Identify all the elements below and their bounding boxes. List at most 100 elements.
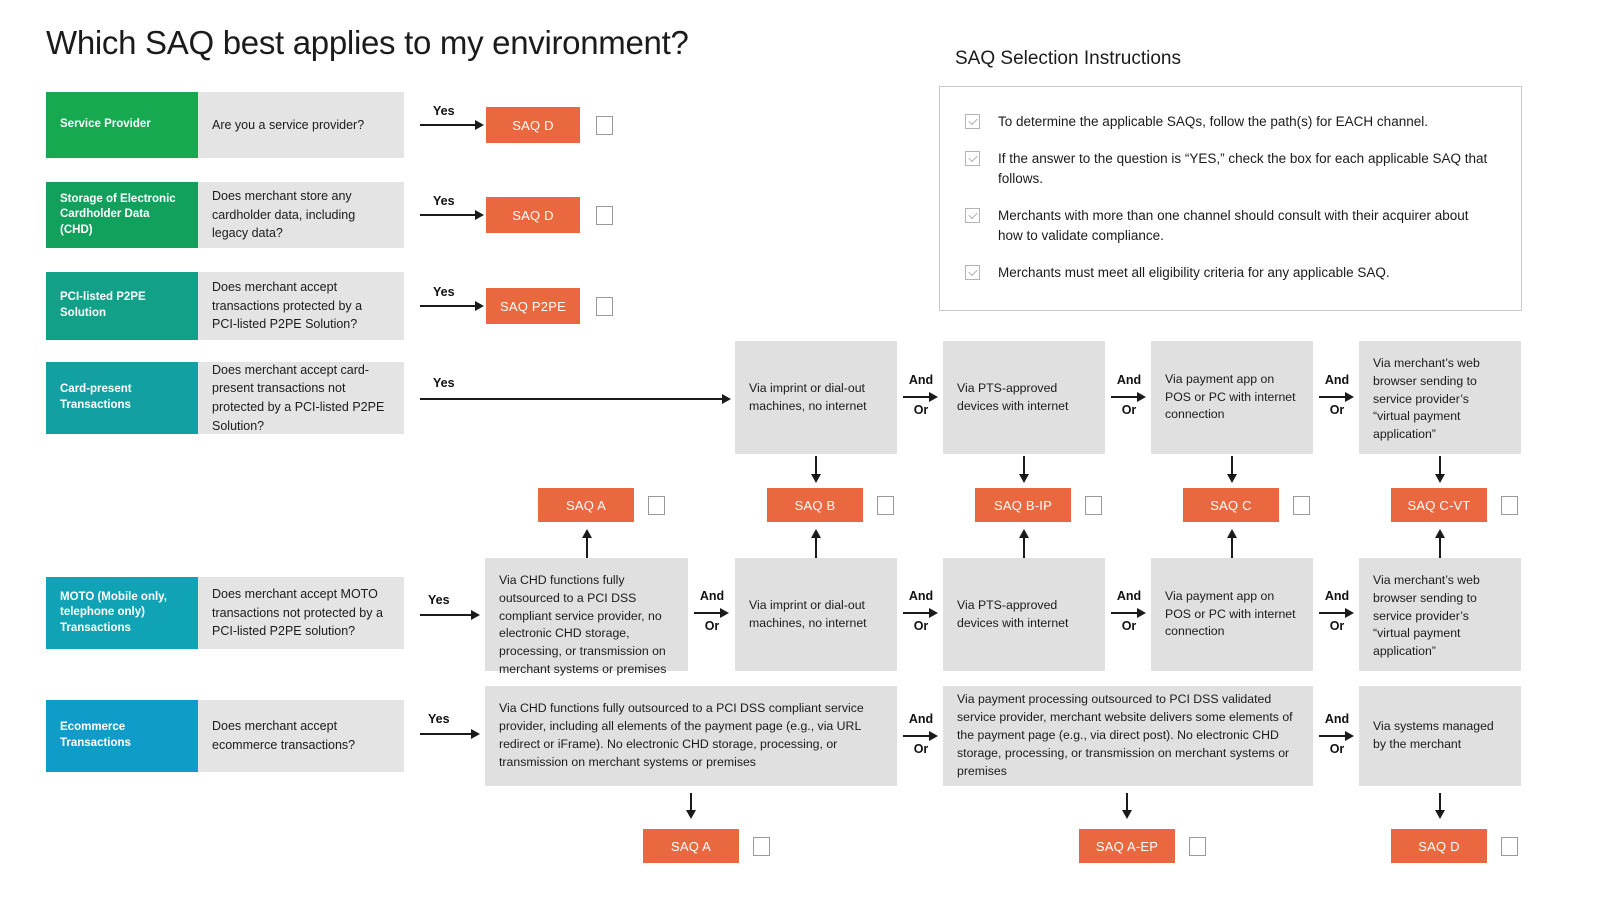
- question-row-ecommerce: Ecommerce Transactions Does merchant acc…: [46, 700, 404, 772]
- yes-label: Yes: [433, 285, 455, 299]
- yes-label: Yes: [433, 104, 455, 118]
- saq-checkbox-b[interactable]: [877, 496, 894, 515]
- arrow-down-icon: [1122, 810, 1132, 819]
- arrow-right-icon: [475, 210, 484, 220]
- channel-box-cp-1: Via imprint or dial-out machines, no int…: [735, 341, 897, 454]
- arrow-right-icon: [1137, 608, 1146, 618]
- row-label-p2pe: PCI-listed P2PE Solution: [46, 272, 198, 340]
- row-question-moto: Does merchant accept MOTO transactions n…: [198, 577, 404, 649]
- connector-line: [903, 612, 931, 614]
- saq-badge-chd-storage[interactable]: SAQ D: [486, 197, 580, 233]
- saq-badge-ecom-a[interactable]: SAQ A: [643, 829, 739, 863]
- checkmark-icon: [965, 150, 980, 166]
- connector-line: [1231, 456, 1233, 478]
- and-label: And: [908, 589, 934, 603]
- and-label: And: [1116, 373, 1142, 387]
- arrow-right-icon: [1137, 392, 1146, 402]
- arrow-down-icon: [1227, 474, 1237, 483]
- row-label-chd-storage: Storage of Electronic Cardholder Data (C…: [46, 182, 198, 248]
- connector-line: [586, 538, 588, 558]
- saq-badge-b-ip[interactable]: SAQ B-IP: [975, 488, 1071, 522]
- connector-line: [690, 793, 692, 813]
- yes-label: Yes: [428, 593, 450, 607]
- saq-badge-service-provider[interactable]: SAQ D: [486, 107, 580, 143]
- and-label: And: [699, 589, 725, 603]
- instruction-item: Merchants with more than one channel sho…: [965, 206, 1497, 247]
- connector-line: [815, 456, 817, 478]
- instruction-text: Merchants with more than one channel sho…: [998, 207, 1469, 244]
- connector-line: [420, 733, 473, 735]
- instructions-panel: To determine the applicable SAQs, follow…: [939, 86, 1522, 311]
- saq-checkbox-service-provider[interactable]: [596, 116, 613, 135]
- instruction-item: Merchants must meet all eligibility crit…: [965, 263, 1497, 284]
- and-label: And: [908, 373, 934, 387]
- saq-checkbox-c[interactable]: [1293, 496, 1310, 515]
- saq-checkbox-a[interactable]: [648, 496, 665, 515]
- saq-checkbox-p2pe[interactable]: [596, 297, 613, 316]
- saq-checkbox-ecom-a-ep[interactable]: [1189, 837, 1206, 856]
- row-question-card-present: Does merchant accept card-present transa…: [198, 362, 404, 434]
- instruction-text: Merchants must meet all eligibility crit…: [998, 264, 1390, 280]
- connector-line: [1319, 612, 1347, 614]
- saq-checkbox-ecom-d[interactable]: [1501, 837, 1518, 856]
- saq-checkbox-c-vt[interactable]: [1501, 496, 1518, 515]
- arrow-up-icon: [1435, 529, 1445, 538]
- connector-line: [815, 538, 817, 558]
- saq-badge-c-vt[interactable]: SAQ C-VT: [1391, 488, 1487, 522]
- or-label: Or: [1121, 619, 1137, 633]
- arrow-down-icon: [1435, 474, 1445, 483]
- connector-line: [1231, 538, 1233, 558]
- row-label-service-provider: Service Provider: [46, 92, 198, 158]
- channel-box-moto-4: Via payment app on POS or PC with intern…: [1151, 558, 1313, 671]
- channel-box-cp-4: Via merchant’s web browser sending to se…: [1359, 341, 1521, 454]
- connector-line: [420, 305, 477, 307]
- row-label-moto: MOTO (Mobile only, telephone only) Trans…: [46, 577, 198, 649]
- saq-checkbox-ecom-a[interactable]: [753, 837, 770, 856]
- question-row-card-present: Card-present Transactions Does merchant …: [46, 362, 404, 434]
- instruction-item: If the answer to the question is “YES,” …: [965, 149, 1497, 190]
- saq-badge-ecom-d[interactable]: SAQ D: [1391, 829, 1487, 863]
- saq-badge-b[interactable]: SAQ B: [767, 488, 863, 522]
- arrow-down-icon: [811, 474, 821, 483]
- connector-line: [1111, 396, 1139, 398]
- checkmark-icon: [965, 264, 980, 280]
- channel-box-moto-5: Via merchant’s web browser sending to se…: [1359, 558, 1521, 671]
- and-label: And: [908, 712, 934, 726]
- and-label: And: [1324, 373, 1350, 387]
- connector-line-long: [420, 398, 725, 400]
- saq-badge-p2pe[interactable]: SAQ P2PE: [486, 288, 580, 324]
- arrow-right-icon: [1345, 392, 1354, 402]
- row-label-ecommerce: Ecommerce Transactions: [46, 700, 198, 772]
- saq-checkbox-chd-storage[interactable]: [596, 206, 613, 225]
- yes-label: Yes: [433, 376, 455, 390]
- connector-line: [420, 614, 473, 616]
- arrow-right-icon: [929, 608, 938, 618]
- saq-checkbox-b-ip[interactable]: [1085, 496, 1102, 515]
- yes-label: Yes: [433, 194, 455, 208]
- connector-line: [1126, 793, 1128, 813]
- row-question-ecommerce: Does merchant accept ecommerce transacti…: [198, 700, 404, 772]
- row-question-service-provider: Are you a service provider?: [198, 92, 404, 158]
- saq-badge-a[interactable]: SAQ A: [538, 488, 634, 522]
- connector-line: [1111, 612, 1139, 614]
- instruction-text: To determine the applicable SAQs, follow…: [998, 114, 1428, 129]
- arrow-right-icon: [475, 120, 484, 130]
- and-label: And: [1324, 712, 1350, 726]
- or-label: Or: [913, 742, 929, 756]
- arrow-right-icon: [722, 394, 731, 404]
- connector-line: [1439, 538, 1441, 558]
- channel-box-cp-2: Via PTS-approved devices with internet: [943, 341, 1105, 454]
- arrow-down-icon: [1435, 810, 1445, 819]
- channel-box-ecom-1: Via CHD functions fully outsourced to a …: [485, 686, 897, 786]
- arrow-up-icon: [1019, 529, 1029, 538]
- instructions-title: SAQ Selection Instructions: [955, 48, 1181, 69]
- checkmark-icon: [965, 207, 980, 223]
- instructions-list: To determine the applicable SAQs, follow…: [965, 112, 1497, 283]
- arrow-up-icon: [582, 529, 592, 538]
- connector-line: [1439, 793, 1441, 813]
- saq-badge-ecom-a-ep[interactable]: SAQ A-EP: [1079, 829, 1175, 863]
- or-label: Or: [1329, 742, 1345, 756]
- saq-badge-c[interactable]: SAQ C: [1183, 488, 1279, 522]
- channel-box-moto-3: Via PTS-approved devices with internet: [943, 558, 1105, 671]
